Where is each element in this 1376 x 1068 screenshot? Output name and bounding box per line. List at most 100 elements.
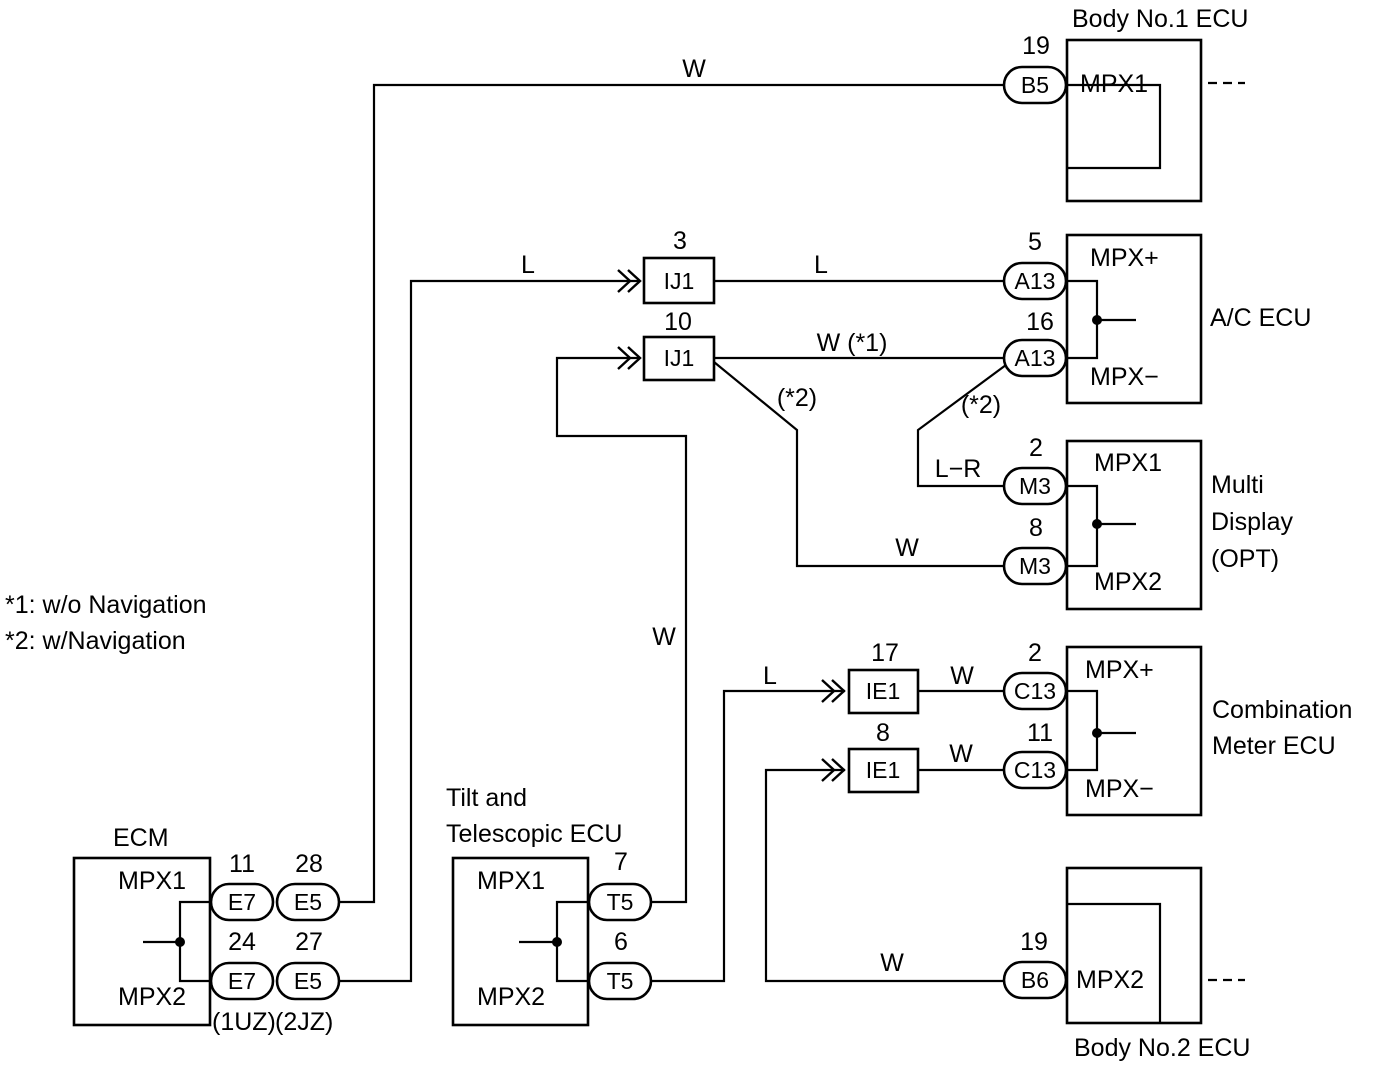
wire-ecm-body1 <box>340 83 1005 904</box>
ij1-bot-label: IJ1 <box>664 345 695 371</box>
md-pin-2: 2 <box>1029 434 1043 462</box>
chevron-icon <box>617 346 632 370</box>
chevron-icon <box>627 269 642 293</box>
ij1-pin-10: 10 <box>664 308 692 336</box>
tilt-node <box>552 937 562 947</box>
wire-tilt-ij1 <box>555 356 688 904</box>
combination-meter-box <box>1065 645 1203 817</box>
ij1-bot-box <box>642 335 716 382</box>
pill-e5-top <box>275 882 341 922</box>
cm-title-1: Combination <box>1212 696 1352 724</box>
tilt-ecu-box <box>451 856 590 1027</box>
chevron-icon <box>821 679 836 703</box>
wire-ij1-m3-nav <box>713 361 1005 568</box>
wire-label-nav-right: (*2) <box>961 391 1001 419</box>
pill-e5-bot <box>275 961 341 1001</box>
tilt-title-2: Telescopic ECU <box>446 820 622 848</box>
body2-pin: 19 <box>1020 928 1048 956</box>
conn-t5-bot-label: T5 <box>607 968 634 994</box>
wire-a13-m3-nav <box>916 361 1011 488</box>
ecm-mpx2: MPX2 <box>118 983 186 1011</box>
ecm-pin-24: 24 <box>228 928 256 956</box>
wires <box>340 83 1011 983</box>
ie1-pin-17: 17 <box>871 639 899 667</box>
ecm-pin-11: 11 <box>229 850 255 878</box>
conn-e5-bot-label: E5 <box>294 968 322 994</box>
note-1: *1: w/o Navigation <box>5 591 207 619</box>
body1-title: Body No.1 ECU <box>1072 5 1248 33</box>
pill-t5-bot <box>587 961 653 1001</box>
ie1-top-label: IE1 <box>866 678 901 704</box>
conn-b5-label: B5 <box>1021 72 1049 98</box>
chevron-icon <box>831 758 846 782</box>
body1-pin: 19 <box>1022 32 1050 60</box>
variant-1uz: (1UZ) <box>212 1008 276 1036</box>
md-mpx2: MPX2 <box>1094 568 1162 596</box>
tilt-mpx2: MPX2 <box>477 983 545 1011</box>
wire-label-body1: W <box>682 55 706 83</box>
ecm-pin-28: 28 <box>295 850 323 878</box>
ac-title: A/C ECU <box>1210 304 1311 332</box>
conn-c13-top-label: C13 <box>1014 678 1056 704</box>
body2-ecu-box <box>1065 866 1203 1025</box>
wire-label-lr: L−R <box>935 455 982 483</box>
chevron-icon <box>627 346 642 370</box>
ie1-bot-label: IE1 <box>866 757 901 783</box>
cm-mpx-minus: MPX− <box>1085 775 1154 803</box>
tilt-mpx1: MPX1 <box>477 867 545 895</box>
md-pin-8: 8 <box>1029 514 1043 542</box>
wire-tilt-ie1 <box>650 689 845 983</box>
md-node <box>1092 519 1102 529</box>
body1-ecu-box <box>1065 38 1203 203</box>
ecm-pin-27: 27 <box>295 928 323 956</box>
md-title-2: Display <box>1211 508 1293 536</box>
conn-t5-top-label: T5 <box>607 889 634 915</box>
pill-b6 <box>1002 960 1068 1000</box>
ie1-top-box <box>847 668 920 715</box>
ecm-title: ECM <box>113 824 169 852</box>
body2-mpx2: MPX2 <box>1076 966 1144 994</box>
pill-e7-bot <box>209 961 275 1001</box>
conn-e7-bot-label: E7 <box>228 968 256 994</box>
cm-pin-2: 2 <box>1028 639 1042 667</box>
ac-pin-5: 5 <box>1028 228 1042 256</box>
pill-m3-top <box>1002 466 1068 506</box>
wire-label-w-md: W <box>895 534 919 562</box>
multi-display-box <box>1065 439 1203 611</box>
wire-label-l-ecm: L <box>521 251 535 279</box>
wire-label-w-ie1-bot: W <box>949 740 973 768</box>
variant-2jz: (2JZ) <box>275 1008 333 1036</box>
wire-label-w1: W (*1) <box>817 329 888 357</box>
conn-e5-top-label: E5 <box>294 889 322 915</box>
md-mpx1: MPX1 <box>1094 449 1162 477</box>
conn-m3-bot-label: M3 <box>1019 553 1051 579</box>
wire-label-l-ie1: L <box>763 662 777 690</box>
md-title-1: Multi <box>1211 471 1264 499</box>
body2-title: Body No.2 ECU <box>1074 1034 1250 1062</box>
note-2: *2: w/Navigation <box>5 627 186 655</box>
md-title-3: (OPT) <box>1211 545 1279 573</box>
wire-label-w-body2: W <box>880 949 904 977</box>
body1-mpx1: MPX1 <box>1080 70 1148 98</box>
ac-pin-16: 16 <box>1026 308 1054 336</box>
ecm-box <box>72 856 212 1027</box>
junction-chevrons <box>617 269 846 782</box>
conn-a13-bot-label: A13 <box>1015 345 1056 371</box>
cm-node <box>1092 728 1102 738</box>
pill-e7-top <box>209 882 275 922</box>
cm-title-2: Meter ECU <box>1212 732 1336 760</box>
wire-label-nav-left: (*2) <box>777 384 817 412</box>
cm-pin-11: 11 <box>1027 719 1053 747</box>
ecm-mpx1: MPX1 <box>118 867 186 895</box>
ij1-top-label: IJ1 <box>664 268 695 294</box>
ecm-node <box>175 937 185 947</box>
conn-a13-top-label: A13 <box>1015 268 1056 294</box>
tilt-pin-7: 7 <box>614 848 628 876</box>
chevron-icon <box>821 758 836 782</box>
pill-b5 <box>1002 65 1068 105</box>
ij1-top-box <box>642 256 716 305</box>
wire-label-w-ie1-top: W <box>950 662 974 690</box>
chevron-icon <box>831 679 846 703</box>
ie1-bot-box <box>847 747 920 794</box>
